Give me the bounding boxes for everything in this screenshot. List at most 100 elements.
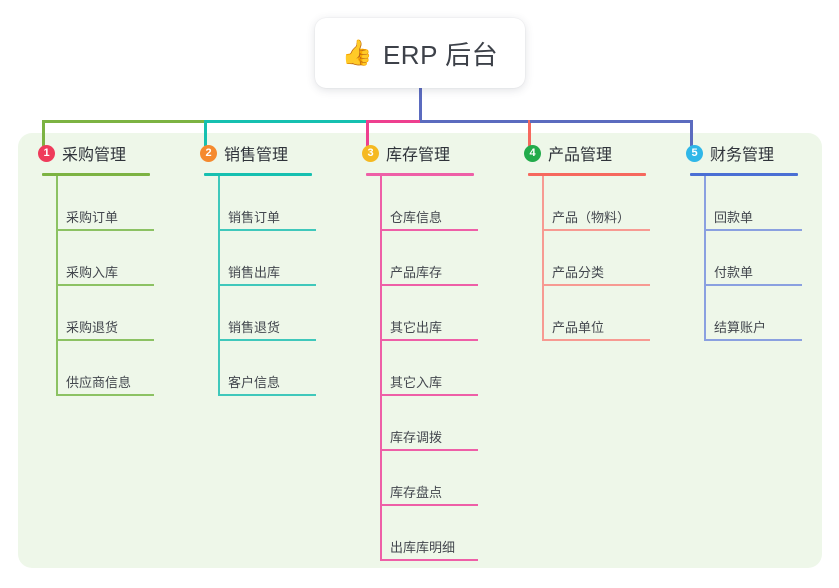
leaf-node-underline: [542, 339, 650, 341]
leaf-node-label: 产品单位: [552, 320, 605, 335]
branch-number-badge-4: 4: [524, 144, 541, 162]
branch-title-4: 产品管理: [548, 147, 613, 164]
branch-title-1: 采购管理: [62, 147, 127, 164]
leaf-node-underline: [380, 394, 478, 396]
leaf-node[interactable]: 产品（物料）: [524, 176, 684, 231]
connector-drop-2: [204, 120, 207, 146]
branch-column-1: 1 采购管理采购订单采购入库采购退货供应商信息: [38, 140, 188, 396]
leaf-node[interactable]: 采购入库: [38, 231, 188, 286]
branch-column-3: 3 库存管理仓库信息产品库存其它出库其它入库库存调拨库存盘点出库库明细: [362, 140, 512, 561]
branch-title-2: 销售管理: [224, 147, 289, 164]
leaf-node-underline: [218, 284, 316, 286]
leaf-node-label: 产品（物料）: [552, 210, 631, 225]
connector-drop-1: [42, 120, 45, 146]
leaf-node[interactable]: 其它入库: [362, 341, 512, 396]
leaf-node-underline: [218, 394, 316, 396]
root-node-label: ERP 后台: [382, 39, 499, 70]
branch-spine-4: [542, 176, 544, 341]
thumbs-up-icon: 👍: [341, 38, 373, 67]
leaf-node-underline: [380, 449, 478, 451]
branch-number-badge-3: 3: [362, 144, 379, 162]
branch-underline-5: [690, 173, 798, 176]
leaf-node-underline: [56, 229, 154, 231]
branch-header-2[interactable]: 2 销售管理: [200, 140, 350, 166]
leaf-node[interactable]: 付款单: [686, 231, 836, 286]
leaf-node[interactable]: 库存盘点: [362, 451, 512, 506]
leaf-node-underline: [704, 339, 802, 341]
branch-header-4[interactable]: 4 产品管理: [524, 140, 684, 166]
leaf-node-label: 产品分类: [552, 265, 605, 280]
leaf-node[interactable]: 产品库存: [362, 231, 512, 286]
branch-spine-2: [218, 176, 220, 396]
branch-items-3: 仓库信息产品库存其它出库其它入库库存调拨库存盘点出库库明细: [362, 176, 512, 561]
branch-column-4: 4 产品管理产品（物料） 产品分类产品单位: [524, 140, 684, 341]
branch-number-badge-2: 2: [200, 144, 217, 162]
connector-drop-3: [366, 120, 369, 146]
leaf-node[interactable]: 出库库明细: [362, 506, 512, 561]
branch-underline-2: [204, 173, 312, 176]
leaf-node-label: 产品库存: [390, 265, 443, 280]
connector-bus-segment-1: [42, 120, 204, 123]
leaf-node-underline: [542, 284, 650, 286]
leaf-node-label: 客户信息: [228, 375, 281, 390]
leaf-node[interactable]: 供应商信息: [38, 341, 188, 396]
leaf-node-underline: [56, 394, 154, 396]
leaf-node-label: 采购退货: [66, 320, 119, 335]
connector-bus-segment-3: [366, 120, 420, 123]
leaf-node-underline: [218, 339, 316, 341]
connector-drop-4: [528, 120, 531, 146]
branch-header-3[interactable]: 3 库存管理: [362, 140, 512, 166]
leaf-node-label: 销售订单: [228, 210, 281, 225]
leaf-node-underline: [380, 504, 478, 506]
leaf-node-label: 库存调拨: [390, 430, 443, 445]
leaf-node[interactable]: 其它出库: [362, 286, 512, 341]
diagram-panel: [18, 133, 822, 568]
leaf-node[interactable]: 销售订单: [200, 176, 350, 231]
branch-items-4: 产品（物料） 产品分类产品单位: [524, 176, 684, 341]
connector-bus-segment-2: [204, 120, 366, 123]
leaf-node[interactable]: 销售退货: [200, 286, 350, 341]
branch-column-2: 2 销售管理销售订单销售出库销售退货客户信息: [200, 140, 350, 396]
leaf-node-label: 采购入库: [66, 265, 119, 280]
leaf-node-label: 采购订单: [66, 210, 119, 225]
branch-underline-4: [528, 173, 646, 176]
leaf-node-underline: [380, 284, 478, 286]
leaf-node-label: 出库库明细: [390, 540, 456, 555]
branch-spine-5: [704, 176, 706, 341]
root-node[interactable]: 👍 ERP 后台: [315, 18, 525, 88]
connector-bus-segment-4: [420, 120, 690, 123]
branch-items-2: 销售订单销售出库销售退货客户信息: [200, 176, 350, 396]
branch-title-3: 库存管理: [386, 147, 451, 164]
leaf-node-label: 供应商信息: [66, 375, 132, 390]
connector-drop-5: [690, 120, 693, 146]
leaf-node[interactable]: 采购退货: [38, 286, 188, 341]
leaf-node[interactable]: 产品分类: [524, 231, 684, 286]
branch-header-5[interactable]: 5 财务管理: [686, 140, 836, 166]
branch-column-5: 5 财务管理回款单付款单结算账户: [686, 140, 836, 341]
leaf-node-underline: [542, 229, 650, 231]
branch-items-1: 采购订单采购入库采购退货供应商信息: [38, 176, 188, 396]
leaf-node[interactable]: 采购订单: [38, 176, 188, 231]
leaf-node-label: 其它出库: [390, 320, 443, 335]
branch-spine-1: [56, 176, 58, 396]
leaf-node-label: 结算账户: [714, 320, 767, 335]
branch-header-1[interactable]: 1 采购管理: [38, 140, 188, 166]
leaf-node[interactable]: 库存调拨: [362, 396, 512, 451]
branch-number-badge-1: 1: [38, 144, 55, 162]
leaf-node[interactable]: 结算账户: [686, 286, 836, 341]
branch-spine-3: [380, 176, 382, 561]
leaf-node[interactable]: 仓库信息: [362, 176, 512, 231]
leaf-node[interactable]: 客户信息: [200, 341, 350, 396]
branch-title-5: 财务管理: [710, 147, 775, 164]
leaf-node-label: 回款单: [714, 210, 754, 225]
leaf-node-underline: [380, 339, 478, 341]
leaf-node-underline: [218, 229, 316, 231]
leaf-node[interactable]: 产品单位: [524, 286, 684, 341]
leaf-node-label: 付款单: [714, 265, 754, 280]
leaf-node-underline: [704, 284, 802, 286]
branch-number-badge-5: 5: [686, 144, 703, 162]
leaf-node-label: 库存盘点: [390, 485, 443, 500]
leaf-node[interactable]: 回款单: [686, 176, 836, 231]
leaf-node[interactable]: 销售出库: [200, 231, 350, 286]
